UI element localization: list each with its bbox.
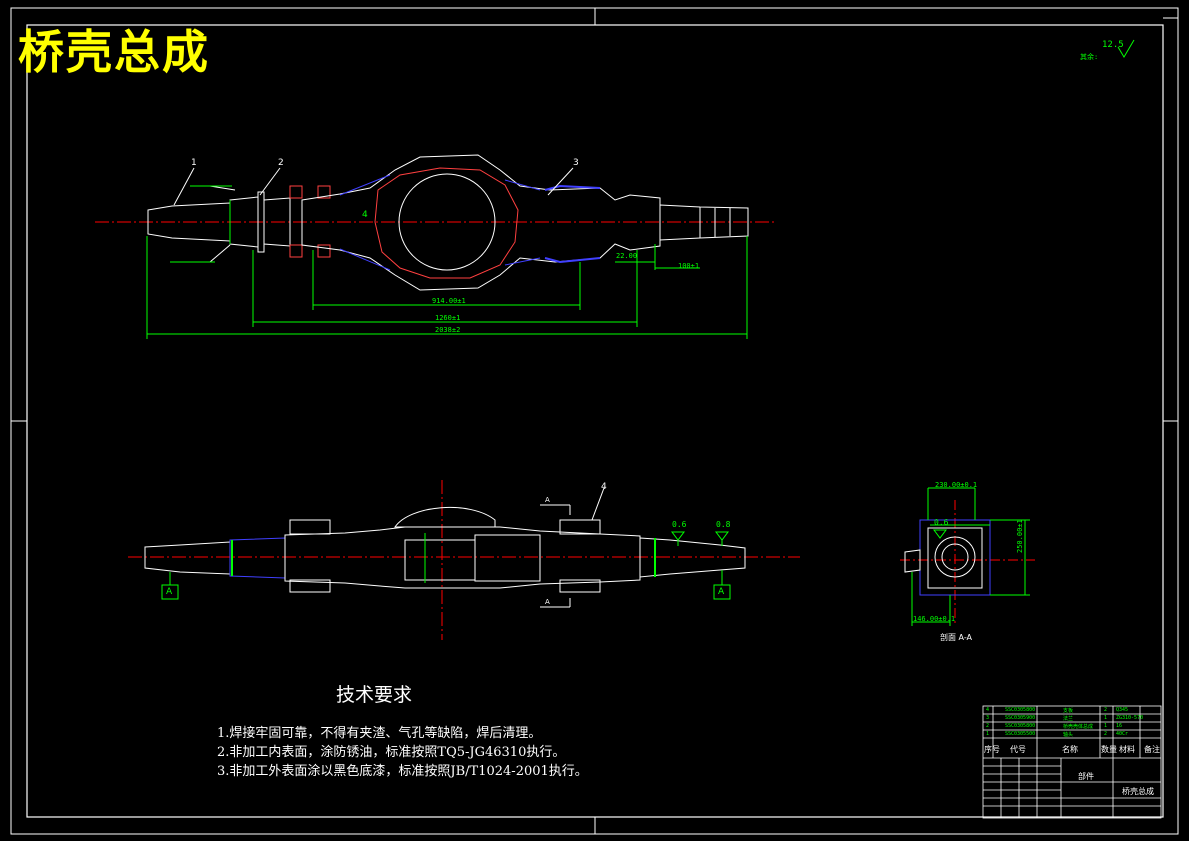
header-remark: 备注 (1144, 745, 1160, 754)
dim-top-inner: 914.00±1 (432, 297, 466, 305)
dim-section-bottom: 146.00±0.1 (913, 615, 956, 623)
balloon-2: 2 (278, 158, 284, 168)
row3-qty: 1 (1104, 723, 1108, 729)
balloon-3: 3 (573, 158, 579, 168)
row3-no: 2 (986, 723, 990, 729)
tolerance-2: 0.8 (716, 520, 731, 529)
dim-section-height: 250.00±1 (1016, 519, 1024, 553)
header-no: 序号 (984, 745, 1000, 754)
row4-no: 1 (986, 731, 990, 737)
row3-name: 桥壳壳体总成 (1063, 724, 1094, 730)
requirements-title: 技术要求 (336, 684, 413, 706)
roughness-label: 其余: (1080, 53, 1099, 61)
row1-material: Q345 (1116, 707, 1129, 713)
dim-top-right-a: 22.00 (616, 252, 638, 260)
row1-name: 支板 (1063, 708, 1074, 714)
front-view (128, 480, 800, 640)
part-name: 部件 (1078, 772, 1094, 781)
datum-a-left: A (166, 587, 173, 597)
dim-top-overall: 2038±2 (435, 326, 461, 334)
balloon-4-front: 4 (601, 482, 607, 492)
header-qty: 数量 (1101, 745, 1117, 754)
row4-name: 轴头 (1063, 732, 1074, 738)
assembly-name: 桥壳总成 (1122, 787, 1154, 796)
header-material: 材料 (1119, 745, 1135, 754)
row4-material: 40Cr (1116, 731, 1129, 737)
section-view (900, 487, 1035, 626)
drawing-title: 桥壳总成 (18, 25, 210, 79)
dim-top-mid: 1260±1 (435, 314, 461, 322)
row2-name: 法兰 (1063, 716, 1074, 722)
row2-material: ZG310-570 (1116, 715, 1144, 721)
inner-frame (26, 24, 1164, 818)
row4-code: SSC0305500 (1005, 731, 1036, 737)
dim-section-width: 230.00±0.1 (935, 481, 978, 489)
section-mark-bottom: A (545, 598, 550, 606)
top-view (95, 154, 775, 339)
title-block (982, 705, 1162, 819)
outer-frame (10, 7, 1179, 835)
balloon-4-top: 4 (362, 210, 368, 220)
tolerance-3: 0.6 (934, 518, 949, 527)
section-label: 剖面 A-A (940, 633, 973, 642)
roughness-value: 12.5 (1102, 40, 1124, 50)
requirement-1: 1.焊接牢固可靠，不得有夹渣、气孔等缺陷，焊后清理。 (217, 726, 542, 741)
requirement-2: 2.非加工内表面，涂防锈油，标准按照TQ5-JG46310执行。 (217, 745, 566, 760)
header-code: 代号 (1010, 745, 1026, 754)
row3-material: 16 (1116, 723, 1123, 729)
section-mark-top: A (545, 496, 550, 504)
row3-code: SSC0305800 (1005, 723, 1036, 729)
row1-code: SSC0305800 (1005, 707, 1036, 713)
tolerance-1: 0.6 (672, 520, 687, 529)
header-name: 名称 (1062, 745, 1078, 754)
balloon-1: 1 (191, 158, 197, 168)
row4-qty: 2 (1104, 731, 1108, 737)
row1-no: 4 (986, 707, 990, 713)
row1-qty: 2 (1104, 707, 1108, 713)
row2-qty: 1 (1104, 715, 1108, 721)
dim-top-right-b: 100±1 (678, 262, 700, 270)
datum-a-right: A (718, 587, 725, 597)
row2-code: SSC0305900 (1005, 715, 1036, 721)
requirement-3: 3.非加工外表面涂以黑色底漆，标准按照JB/T1024-2001执行。 (217, 764, 588, 779)
row2-no: 3 (986, 715, 990, 721)
